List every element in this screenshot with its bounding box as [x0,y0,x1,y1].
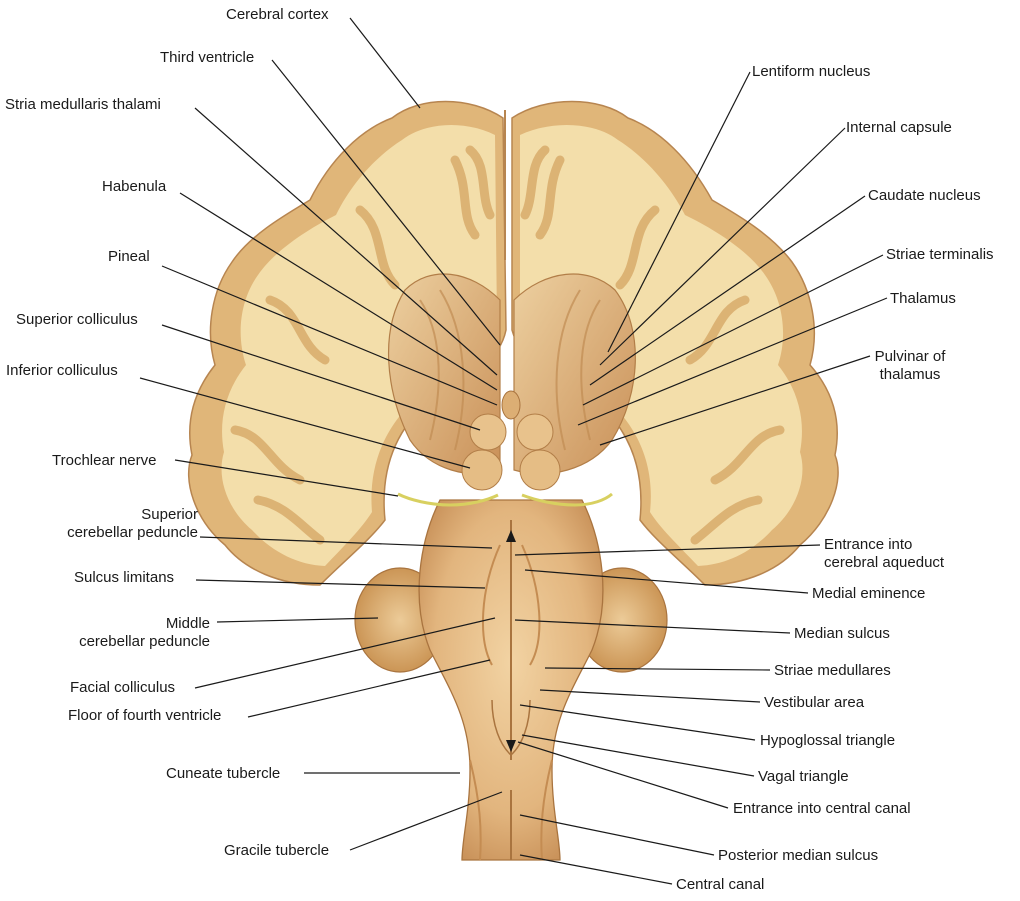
label-pineal: Pineal [108,248,150,265]
label-entrance-cerebral-aqueduct: Entrance into cerebral aqueduct [824,536,944,572]
label-gracile-tubercle: Gracile tubercle [224,842,330,859]
label-line-1: Pulvinar of [874,348,946,365]
label-habenula: Habenula [102,178,167,195]
label-thalamus: Thalamus [890,290,956,307]
brainstem [354,390,668,861]
leader-lines [139,17,888,885]
label-stria-medullaris-thalami: Stria medullaris thalami [5,96,161,113]
label-vestibular-area: Vestibular area [764,694,865,711]
label-cerebral-cortex: Cerebral cortex [226,6,329,23]
label-internal-capsule: Internal capsule [846,119,952,136]
label-central-canal: Central canal [676,876,765,893]
cerebral-hemispheres [188,100,839,586]
label-line-1: Entrance into [824,536,913,553]
label-line-1: Middle [165,615,210,632]
label-pulvinar-of-thalamus: Pulvinar of thalamus [862,348,958,384]
label-line-2: cerebral aqueduct [824,554,945,571]
label-entrance-central-canal: Entrance into central canal [733,800,911,817]
right-white-matter [520,124,803,566]
label-line-1: Superior [141,506,198,523]
trochlear-nerve-path [397,492,613,507]
label-trochlear-nerve: Trochlear nerve [52,452,157,469]
label-line-2: cerebellar peduncle [67,524,198,541]
label-striae-medullares: Striae medullares [774,662,891,679]
label-floor-fourth-ventricle: Floor of fourth ventricle [68,707,222,724]
label-middle-cerebellar-peduncle: Middle cerebellar peduncle [54,615,210,651]
label-superior-colliculus: Superior colliculus [16,311,138,328]
label-vagal-triangle: Vagal triangle [758,768,849,785]
label-medial-eminence: Medial eminence [812,585,926,602]
label-hypoglossal-triangle: Hypoglossal triangle [760,732,896,749]
label-line-2: cerebellar peduncle [79,633,210,650]
label-inferior-colliculus: Inferior colliculus [6,362,118,379]
label-sulcus-limitans: Sulcus limitans [74,569,175,586]
label-third-ventricle: Third ventricle [160,49,255,66]
label-superior-cerebellar-peduncle: Superior cerebellar peduncle [44,506,198,542]
label-caudate-nucleus: Caudate nucleus [868,187,981,204]
label-facial-colliculus: Facial colliculus [70,679,176,696]
left-white-matter [221,124,498,566]
label-median-sulcus: Median sulcus [794,625,890,642]
label-cuneate-tubercle: Cuneate tubercle [166,765,281,782]
label-striae-terminalis: Striae terminalis [886,246,994,263]
label-line-2: thalamus [879,366,941,383]
label-posterior-median-sulcus: Posterior median sulcus [718,847,879,864]
label-lentiform-nucleus: Lentiform nucleus [752,63,871,80]
